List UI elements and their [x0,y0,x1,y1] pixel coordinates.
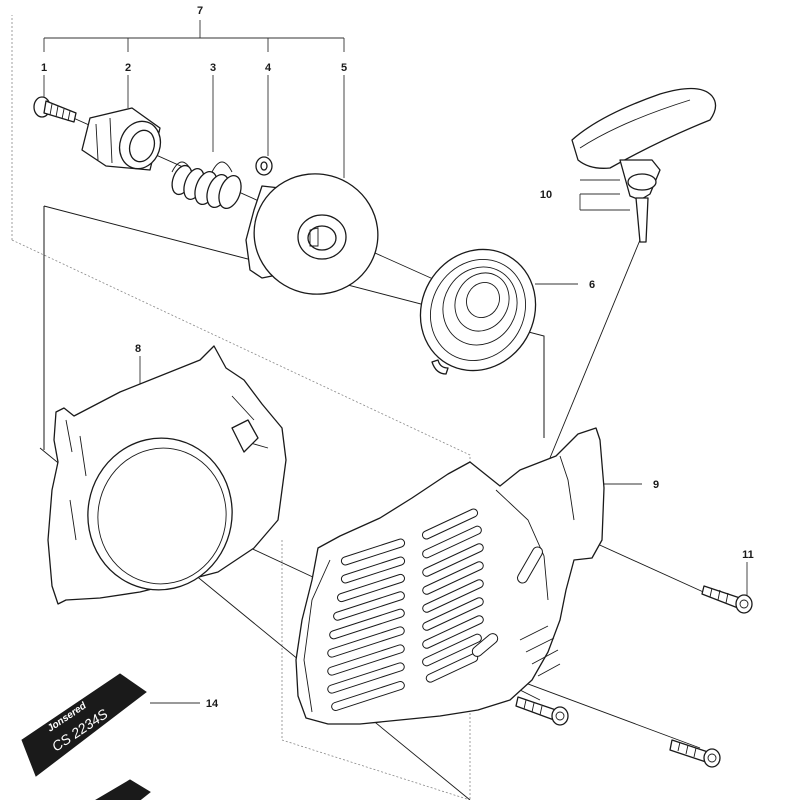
callout-11: 11 [742,549,754,561]
callout-4: 4 [265,62,272,74]
leader-lines [43,75,748,704]
part-9-starter-housing [295,427,605,725]
callout-10: 10 [540,189,552,201]
housing-vent-slots [327,508,543,712]
callout-8: 8 [135,343,141,355]
callout-5: 5 [341,62,347,74]
part-2-bushing [81,107,162,171]
part-4-washer [255,156,273,176]
part-10-starter-handle [571,87,717,243]
callout-1: 1 [41,62,47,74]
part-11-screw-middle [515,696,569,726]
callout-3: 3 [210,62,216,74]
part-8-fan-cover [47,345,287,605]
callout-9: 9 [653,479,659,491]
callout-labels: 7 1 2 3 4 5 6 8 9 10 11 14 [41,5,754,710]
part-1-screw [33,96,77,123]
assembly-boundary [11,15,471,800]
part-11-screw-upper [701,585,753,614]
decal-second-partial [95,779,151,800]
callout-14: 14 [206,698,219,710]
pulley-group-frame [43,205,545,450]
callout-7: 7 [197,5,203,17]
part-3-spring [171,161,242,209]
callout-7-bracket [43,20,345,52]
part-11-screw-lower [669,739,721,768]
callout-6: 6 [589,279,595,291]
part-14-decal: Jonsered CS 2234S [21,673,151,800]
decal-background [21,673,147,777]
part-6-recoil-spring [419,248,537,375]
callout-2: 2 [125,62,131,74]
part-5-pulley [245,173,379,295]
